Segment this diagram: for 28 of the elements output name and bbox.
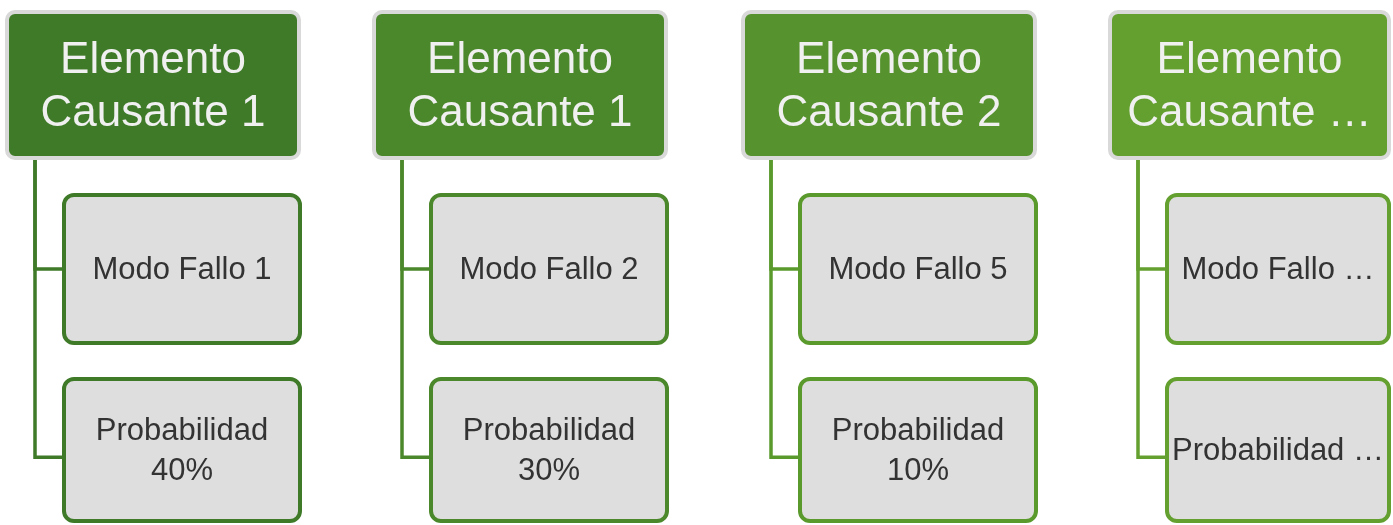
- connector-line: [1136, 160, 1165, 460]
- connector-line: [769, 160, 798, 460]
- connector-line: [33, 160, 62, 460]
- item-box: [798, 377, 1038, 523]
- item-text: Probabilidad …: [1172, 430, 1384, 469]
- item-text: Probabilidad 40%: [94, 410, 270, 489]
- connector-line: [400, 160, 429, 460]
- header-text: Elemento Causante 1: [39, 32, 267, 137]
- item-text: Modo Fallo 1: [92, 249, 272, 288]
- header-box: [372, 10, 668, 160]
- item-text: Probabilidad 10%: [830, 410, 1006, 489]
- item-box: [429, 377, 669, 523]
- header-box: [1108, 10, 1391, 160]
- item-box: [798, 193, 1038, 345]
- item-box: [1165, 193, 1391, 345]
- item-text: Modo Fallo …: [1181, 249, 1375, 288]
- header-text: Elemento Causante 1: [406, 32, 634, 137]
- item-box: [62, 193, 302, 345]
- item-box: [62, 377, 302, 523]
- header-text: Elemento Causante 2: [775, 32, 1003, 137]
- header-box: [741, 10, 1037, 160]
- item-text: Modo Fallo 5: [828, 249, 1008, 288]
- item-text: Modo Fallo 2: [459, 249, 639, 288]
- header-text: Elemento Causante …: [1126, 32, 1373, 137]
- item-box: [1165, 377, 1391, 523]
- item-box: [429, 193, 669, 345]
- item-text: Probabilidad 30%: [461, 410, 637, 489]
- header-box: [5, 10, 301, 160]
